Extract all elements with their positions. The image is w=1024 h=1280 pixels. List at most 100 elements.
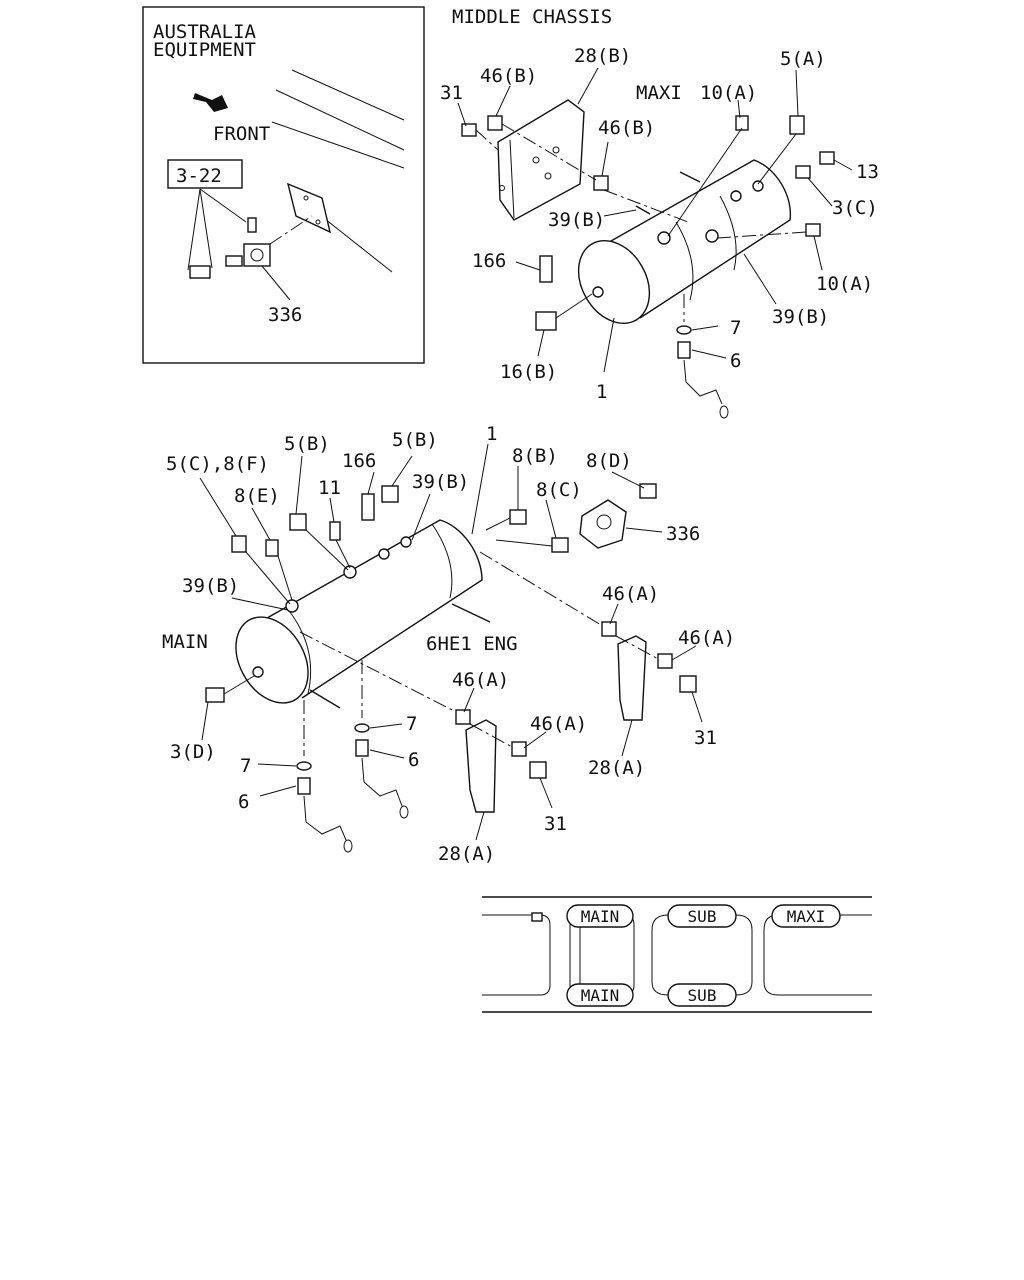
- label-13: 13: [856, 161, 879, 183]
- label-39b: 39(B): [772, 306, 829, 328]
- label-5b: 5(B): [284, 433, 330, 455]
- fitting-5b: [289, 513, 307, 531]
- legend-main-bottom-label: MAIN: [581, 986, 620, 1005]
- fitting-3d: [205, 687, 225, 703]
- label-7: 7: [406, 713, 417, 735]
- inset-part-336: 336: [268, 304, 302, 326]
- legend-main-bottom: [566, 983, 634, 1007]
- legend-sub-bottom-label: SUB: [688, 986, 717, 1005]
- label-46a: 46(A): [530, 713, 587, 735]
- fitting-3c: [795, 165, 811, 179]
- washer-7: [296, 761, 312, 771]
- sensor-166: [361, 493, 375, 521]
- label-10a: 10(A): [816, 273, 873, 295]
- australia-equipment-inset: AUSTRALIA EQUIPMENT FRONT 3-22 336: [142, 6, 425, 364]
- fitting-11: [329, 521, 341, 541]
- label-1: 1: [486, 423, 497, 445]
- label-31: 31: [694, 727, 717, 749]
- label-46b: 46(B): [480, 65, 537, 87]
- label-5c-8f: 5(C),8(F): [166, 453, 269, 475]
- label-39b: 39(B): [548, 209, 605, 231]
- label-3d: 3(D): [170, 741, 216, 763]
- port: [730, 190, 742, 202]
- label-8e: 8(E): [234, 485, 280, 507]
- label-5a: 5(A): [780, 48, 826, 70]
- nut-46a: [511, 741, 527, 757]
- drain-valve-6: [297, 777, 311, 795]
- inset-rail: [271, 121, 405, 169]
- inset-border: [142, 6, 425, 364]
- fitting-5b: [381, 485, 399, 503]
- strap-bolt: [679, 171, 701, 183]
- label-10a: 10(A): [700, 82, 757, 104]
- fitting-10a: [735, 115, 749, 131]
- valve-336: [579, 499, 627, 549]
- main-tank-end: [235, 616, 309, 704]
- washer-7: [676, 325, 692, 335]
- main-tank-assembly: MAIN 6HE1 ENG: [162, 423, 735, 865]
- ref-box-label: 3-22: [176, 165, 222, 187]
- legend-sub-top: [667, 904, 737, 928]
- label-28a: 28(A): [438, 843, 495, 865]
- inset-rail: [275, 89, 405, 151]
- valve-336: [243, 243, 271, 267]
- fitting: [225, 255, 243, 267]
- front-arrow-icon: [193, 93, 228, 112]
- label-6: 6: [238, 791, 249, 813]
- section-title: MIDDLE CHASSIS: [452, 6, 612, 28]
- label-16b: 16(B): [500, 361, 557, 383]
- leader-line: [187, 188, 201, 271]
- label-8b: 8(B): [512, 445, 558, 467]
- port: [378, 548, 390, 560]
- elbow-16b: [535, 311, 557, 331]
- fitting: [247, 217, 257, 233]
- legend-sub-bottom: [667, 983, 737, 1007]
- leader-line: [199, 188, 247, 223]
- inset-title-line1: AUSTRALIA: [153, 21, 257, 43]
- fitting-8b: [509, 509, 527, 525]
- inset-title-line2: EQUIPMENT: [153, 39, 256, 61]
- bracket-28a: [617, 635, 647, 721]
- label-39b: 39(B): [182, 575, 239, 597]
- port: [752, 180, 764, 192]
- legend-sub-top-label: SUB: [688, 907, 717, 926]
- label-166: 166: [342, 450, 376, 472]
- nut-46b: [487, 115, 503, 131]
- label-39b: 39(B): [412, 471, 469, 493]
- label-31: 31: [440, 82, 463, 104]
- label-8c: 8(C): [536, 479, 582, 501]
- nut-46a: [657, 653, 673, 669]
- label-5b: 5(B): [392, 429, 438, 451]
- nut-46b: [593, 175, 609, 191]
- legend-maxi-label: MAXI: [787, 907, 826, 926]
- strap-bolt: [635, 205, 651, 215]
- label-6: 6: [730, 350, 741, 372]
- leader-line: [261, 265, 291, 301]
- fitting-5c-8f: [231, 535, 247, 553]
- bracket-28b: [497, 99, 585, 221]
- label-46b: 46(B): [598, 117, 655, 139]
- label-31: 31: [544, 813, 567, 835]
- label-46a: 46(A): [602, 583, 659, 605]
- fitting-8d: [639, 483, 657, 499]
- main-label: MAIN: [162, 631, 208, 653]
- front-label: FRONT: [213, 123, 270, 145]
- bolt-31: [461, 123, 477, 137]
- label-46a: 46(A): [678, 627, 735, 649]
- label-7: 7: [240, 755, 251, 777]
- leader-line: [199, 188, 213, 269]
- fitting-5a: [789, 115, 805, 135]
- label-1: 1: [596, 381, 607, 403]
- washer-7: [354, 723, 370, 733]
- inset-rail: [291, 69, 405, 121]
- maxi-tank-assembly: MIDDLE CHASSIS MAXI: [440, 6, 879, 419]
- tank-legend: MAIN MAIN SUB SUB MAXI: [482, 896, 872, 1013]
- label-8d: 8(D): [586, 450, 632, 472]
- label-28a: 28(A): [588, 757, 645, 779]
- fitting-8c: [551, 537, 569, 553]
- fitting: [189, 265, 211, 279]
- plug-13: [819, 151, 835, 165]
- legend-main-top: [566, 904, 634, 928]
- drain-valve-6: [355, 739, 369, 757]
